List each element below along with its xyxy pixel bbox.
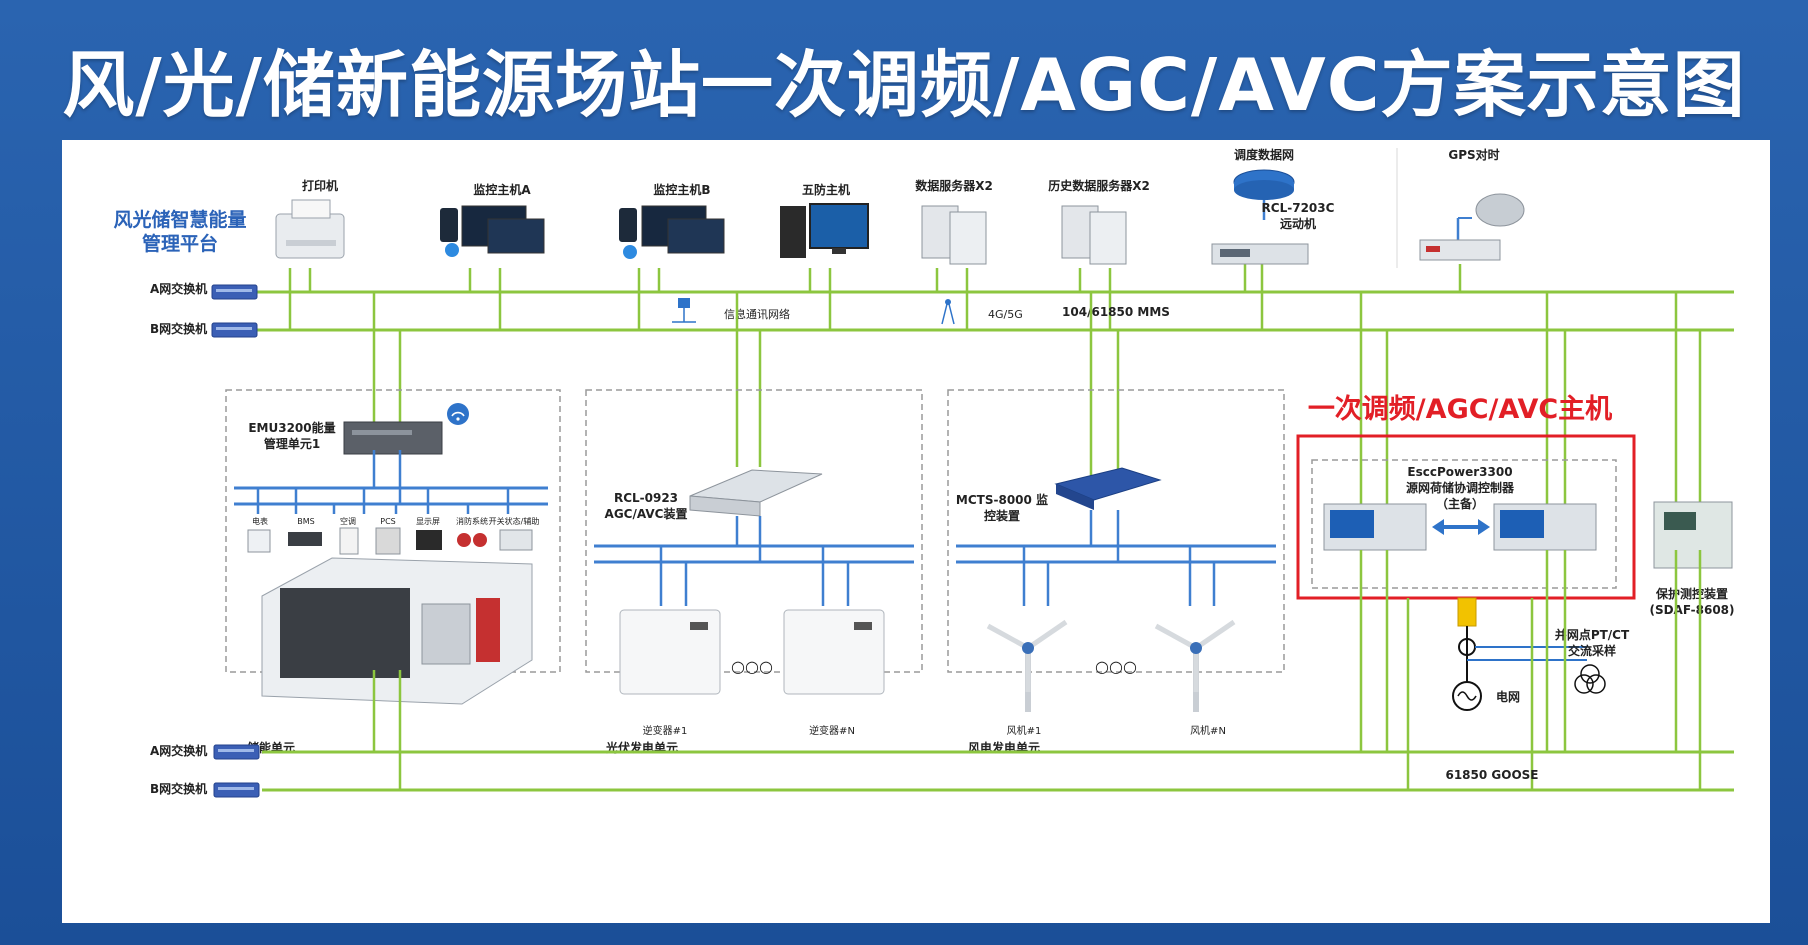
- monitor-b-label: 监控主机B: [653, 182, 710, 197]
- pv-ellipsis: ○○○: [731, 657, 773, 676]
- wind-panel: [947, 389, 1285, 673]
- wind-turbine-1-icon: [986, 619, 1068, 712]
- master-heading: 一次调频/AGC/AVC主机: [1308, 394, 1612, 425]
- emu-label-2: 管理单元1: [264, 436, 320, 451]
- grid-source-icon: [1452, 681, 1482, 711]
- goose-label: 61850 GOOSE: [1445, 768, 1538, 782]
- printer-icon: [275, 199, 345, 259]
- data-server-label: 数据服务器X2: [915, 178, 993, 193]
- b-switch-bottom: [213, 782, 260, 798]
- bottom-bus-drops: [372, 550, 1702, 790]
- svg-text:空调: 空调: [340, 516, 356, 526]
- rcl0923-label-2: AGC/AVC装置: [605, 506, 688, 521]
- rcl7203-device-icon: [1211, 243, 1309, 265]
- mcts-label-2: 控装置: [984, 508, 1020, 523]
- grid-label: 电网: [1496, 689, 1520, 704]
- monitor-a-icon: [440, 205, 545, 257]
- ptct-label-1: 并网点PT/CT: [1555, 627, 1630, 642]
- router-icon: [1233, 169, 1295, 200]
- rcl0923-label-1: RCL-0923: [614, 491, 678, 505]
- page-title: 风/光/储新能源场站一次调频/AGC/AVC方案示意图: [62, 43, 1746, 127]
- mcts-label-1: MCTS-8000 监: [956, 492, 1048, 507]
- inverter-n-icon: [783, 609, 885, 695]
- b-switch-top-label: B网交换机: [150, 321, 207, 336]
- pv-field-drops: [659, 516, 850, 606]
- cellular-label: 4G/5G: [988, 308, 1023, 321]
- monitor-a-label: 监控主机A: [473, 182, 531, 197]
- a-switch-bottom-label: A网交换机: [150, 743, 207, 758]
- cell-tower-icon: [941, 299, 955, 325]
- dispatch-net-label: 调度数据网: [1234, 147, 1294, 162]
- redundancy-arrow-icon: [1432, 519, 1490, 535]
- a-switch-bottom: [213, 744, 260, 760]
- svg-text:BMS: BMS: [297, 517, 314, 526]
- wind-turbine-n-icon: [1154, 619, 1236, 712]
- data-server-icon: [921, 205, 987, 265]
- gps-label: GPS对时: [1448, 147, 1499, 162]
- wifi-icon: [447, 403, 469, 425]
- inverter-1-icon: [619, 609, 721, 695]
- a-switch-top: [211, 284, 258, 300]
- protection-label-2: (SDAF-8608): [1649, 603, 1734, 617]
- history-server-icon: [1061, 205, 1127, 265]
- ptct-label-2: 交流采样: [1568, 643, 1616, 658]
- b-switch-top: [211, 322, 258, 338]
- master-inner-box: [1311, 459, 1617, 589]
- svg-text:电表: 电表: [252, 516, 268, 526]
- protection-device-icon: [1653, 501, 1733, 569]
- svg-text:开关状态/辅助: 开关状态/辅助: [489, 516, 540, 526]
- rcl7203-label-1: RCL-7203C: [1262, 201, 1335, 215]
- inverter-1-label: 逆变器#1: [643, 724, 688, 737]
- diagram-svg: 风光储智慧能量 管理平台 A网交换机 B网交换机 打印机: [113, 147, 1735, 798]
- rcl7203-label-2: 远动机: [1280, 216, 1316, 231]
- pv-panel: [585, 389, 923, 673]
- mms-label: 104/61850 MMS: [1062, 305, 1170, 319]
- monitor-b-icon: [619, 205, 725, 259]
- inverter-n-label: 逆变器#N: [809, 724, 855, 737]
- svg-text:显示屏: 显示屏: [416, 517, 440, 526]
- controller-main-icon: [1323, 503, 1427, 551]
- history-server-label: 历史数据服务器X2: [1048, 178, 1150, 193]
- storage-field-drops: [256, 450, 510, 514]
- fan-1-label: 风机#1: [1007, 724, 1042, 737]
- controller-backup-icon: [1493, 503, 1597, 551]
- emu-device-icon: [343, 421, 443, 455]
- svg-text:消防系统: 消防系统: [456, 516, 488, 526]
- storage-container-icon: [261, 557, 533, 705]
- svg-text:PCS: PCS: [380, 517, 396, 526]
- storage-sub-labels: 电表 BMS 空调 PCS 显示屏 消防系统 开关状态/辅助: [252, 516, 539, 526]
- storage-sub-icons: [247, 527, 533, 555]
- fan-n-label: 风机#N: [1190, 724, 1226, 737]
- protection-label-1: 保护测控装置: [1655, 586, 1728, 601]
- wind-field-drops: [1022, 510, 1216, 606]
- breaker-icon: [1457, 597, 1477, 627]
- emu-label-1: EMU3200能量: [248, 420, 335, 435]
- rcl0923-device-icon: [689, 469, 823, 517]
- mcts8000-device-icon: [1054, 467, 1162, 510]
- gps-receiver-icon: [1419, 239, 1501, 261]
- printer-label: 打印机: [302, 178, 338, 193]
- b-switch-bottom-label: B网交换机: [150, 781, 207, 796]
- diagram-canvas: 风光储智慧能量 管理平台 A网交换机 B网交换机 打印机: [62, 140, 1770, 923]
- top-device-drops: [288, 264, 1462, 330]
- wufang-label: 五防主机: [802, 182, 850, 197]
- platform-label-1: 风光储智慧能量: [113, 208, 246, 231]
- network-node-icon: [672, 298, 696, 323]
- wind-ellipsis: ○○○: [1095, 657, 1137, 676]
- a-switch-top-label: A网交换机: [150, 281, 207, 296]
- master-name-2: 源网荷储协调控制器: [1406, 480, 1515, 495]
- platform-label-2: 管理平台: [142, 232, 218, 255]
- wufang-host-icon: [780, 203, 869, 258]
- master-name-1: EsccPower3300: [1407, 465, 1512, 479]
- master-name-3: （主备）: [1436, 496, 1484, 511]
- grid-source-wave: [1457, 691, 1477, 701]
- pt-transformer-icon: [1574, 664, 1606, 694]
- gps-dish-icon: [1458, 193, 1525, 227]
- info-network-label: 信息通讯网络: [724, 307, 790, 321]
